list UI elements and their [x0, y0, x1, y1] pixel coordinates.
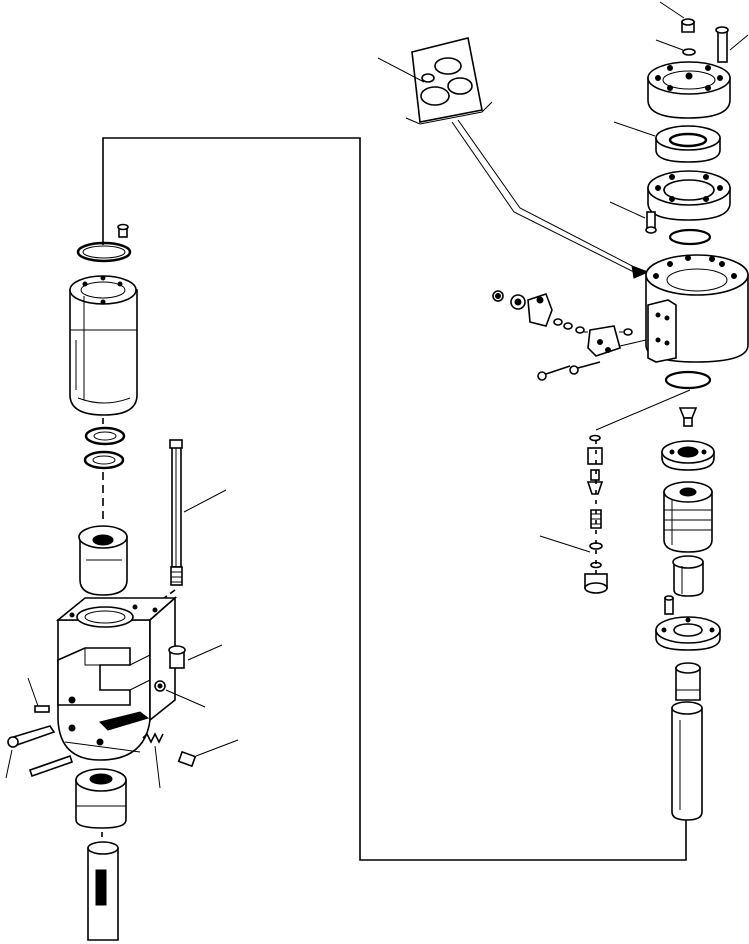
small-nut	[154, 680, 206, 708]
seal-kit-package	[377, 37, 650, 279]
manifold-block	[587, 325, 647, 357]
pin-2	[5, 725, 56, 779]
long-rod	[169, 439, 227, 586]
manifold-bolts	[537, 361, 601, 381]
shaft-stub	[675, 662, 701, 701]
assembly-connection-line	[102, 137, 687, 861]
rotor-disc	[661, 440, 715, 471]
pin-3	[28, 754, 74, 778]
middle-flange	[647, 170, 731, 221]
cylinder-sleeve	[69, 275, 138, 416]
washer	[655, 39, 696, 56]
o-ring-lower	[664, 370, 712, 390]
top-screw	[117, 223, 129, 238]
lower-shaft	[87, 841, 119, 941]
bearing	[663, 481, 713, 553]
plug-fitting	[168, 644, 223, 669]
pin-1	[27, 677, 50, 713]
bushing	[78, 525, 128, 596]
side-fittings	[492, 290, 633, 336]
o-ring-top	[76, 241, 132, 263]
dowel-pin	[664, 595, 674, 615]
left-assembly	[5, 223, 239, 941]
top-nut	[659, 1, 695, 33]
right-assembly	[377, 1, 749, 821]
side-bolt	[609, 201, 657, 234]
seal-disc	[613, 121, 721, 163]
spool-tip	[678, 407, 698, 427]
lower-bushing	[75, 768, 127, 829]
main-housing	[55, 596, 178, 761]
lower-flange	[655, 616, 721, 651]
main-shaft	[671, 701, 703, 821]
top-bolt	[715, 26, 749, 63]
o-ring-upper	[668, 228, 712, 246]
swivel-body	[645, 254, 749, 363]
top-cover-flange	[647, 61, 731, 119]
seal-ring-1	[84, 426, 126, 446]
spool-sleeve	[672, 555, 704, 597]
spring-screw	[142, 732, 239, 789]
check-valve-stack	[539, 434, 608, 594]
seal-ring-2	[83, 450, 125, 470]
